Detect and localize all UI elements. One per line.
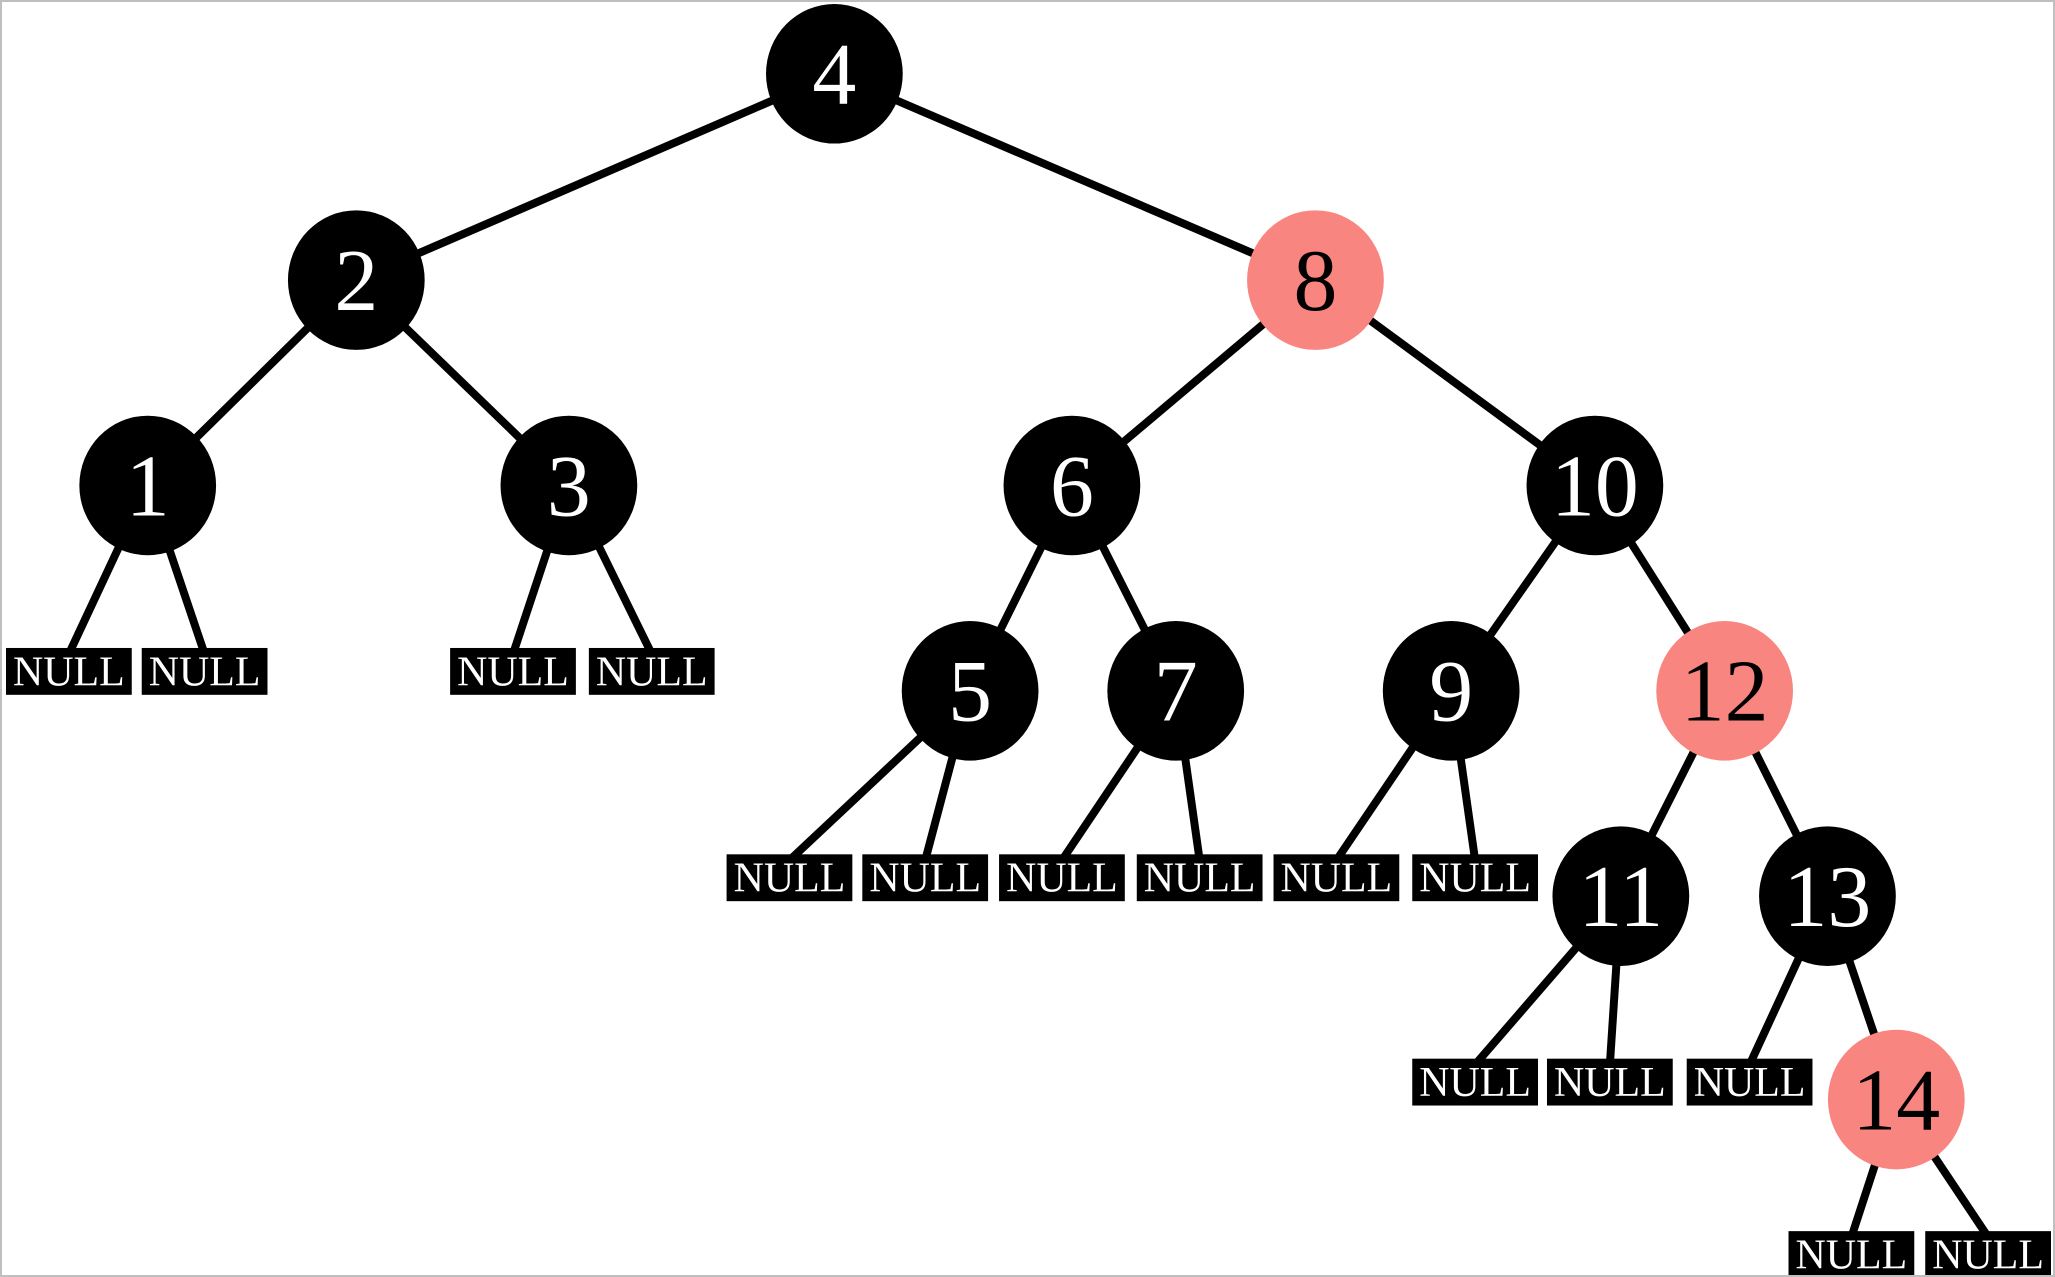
tree-node-11-label: 11 [1579,848,1664,945]
null-leaf-n13L: NULL [1686,1058,1813,1106]
null-leaf-n14L: NULL [1788,1231,1915,1275]
tree-node-7-label: 7 [1154,643,1198,740]
tree-node-12: 12 [1656,621,1794,761]
null-leaf-n3R: NULL [588,647,715,695]
tree-node-5-circle [901,621,1039,761]
null-leaf-label: NULL [734,856,846,902]
tree-node-13: 13 [1759,826,1896,966]
tree-node-6-label: 6 [1050,437,1094,534]
null-leaf-box [1686,1058,1813,1106]
null-leaf-n11R: NULL [1546,1058,1673,1106]
tree-node-1-circle [79,415,217,556]
null-leaf-box [1412,1058,1539,1106]
null-leaf-label: NULL [596,649,708,695]
null-leaf-label: NULL [149,649,261,695]
tree-edge-4-8 [832,70,1318,284]
null-leaf-label: NULL [1281,856,1393,902]
tree-node-14: 14 [1827,1029,1965,1170]
null-leaf-n11L: NULL [1412,1058,1539,1106]
tree-node-3-circle [500,415,638,556]
tree-node-8: 8 [1247,210,1384,350]
null-leaf-box [450,647,576,695]
null-leaf-box [5,647,132,695]
null-leaf-label: NULL [1419,1060,1531,1106]
tree-node-13-circle [1759,826,1896,966]
null-leaf-box [588,647,715,695]
null-leaf-n7R: NULL [1136,854,1263,902]
null-leaf-box [999,854,1125,902]
tree-node-3: 3 [500,415,638,556]
null-leaf-label: NULL [457,649,569,695]
tree-node-2: 2 [287,210,425,350]
null-leaf-box [141,647,268,695]
null-leaf-label: NULL [1554,1060,1666,1106]
tree-node-4-circle [766,3,903,144]
null-leaf-n14R: NULL [1925,1231,2052,1275]
tree-node-13-label: 13 [1784,848,1872,945]
tree-node-9: 9 [1382,621,1520,761]
tree-edge-4-2 [354,70,836,284]
null-leaf-label: NULL [1796,1233,1908,1275]
tree-node-12-label: 12 [1681,643,1769,740]
tree-node-4: 4 [766,3,903,144]
tree-node-11-circle [1552,826,1690,966]
null-leaf-label: NULL [869,856,981,902]
tree-node-9-label: 9 [1429,643,1473,740]
tree-node-6-circle [1003,415,1141,556]
null-leaf-label: NULL [1694,1060,1806,1106]
null-leaf-box [1788,1231,1915,1275]
null-leaf-n1R: NULL [141,647,268,695]
tree-node-7-circle [1107,621,1245,761]
null-leaf-n9R: NULL [1412,854,1539,902]
tree-node-1: 1 [79,415,217,556]
tree-node-10: 10 [1526,415,1664,556]
tree-node-3-label: 3 [547,437,591,534]
null-leaf-box [1925,1231,2052,1275]
tree-node-7: 7 [1107,621,1245,761]
tree-node-5-label: 5 [948,643,992,740]
tree-node-8-circle [1247,210,1384,350]
null-leaf-box [1546,1058,1673,1106]
tree-node-10-circle [1526,415,1664,556]
null-leaf-n7L: NULL [999,854,1125,902]
null-leaf-box [1136,854,1263,902]
tree-node-2-label: 2 [334,232,378,329]
tree-node-4-label: 4 [812,26,856,123]
null-leaf-n9L: NULL [1273,854,1400,902]
null-leaf-box [726,854,853,902]
tree-node-14-label: 14 [1852,1052,1940,1149]
null-leaf-box [862,854,989,902]
tree-node-6: 6 [1003,415,1141,556]
tree-node-9-circle [1382,621,1520,761]
tree-node-14-circle [1827,1029,1965,1170]
tree-node-11: 11 [1552,826,1690,966]
null-leaf-label: NULL [1006,856,1118,902]
null-leaf-n3L: NULL [450,647,576,695]
tree-node-8-label: 8 [1293,232,1337,329]
null-leaf-label: NULL [1932,1233,2044,1275]
tree-node-10-label: 10 [1551,437,1639,534]
tree-node-1-label: 1 [126,437,170,534]
null-leaf-label: NULL [1419,856,1531,902]
null-leaf-box [1273,854,1400,902]
null-leaf-label: NULL [13,649,125,695]
null-leaf-n5R: NULL [862,854,989,902]
tree-node-5: 5 [901,621,1039,761]
null-leaf-box [1412,854,1539,902]
null-leaf-label: NULL [1144,856,1256,902]
null-leaf-n1L: NULL [5,647,132,695]
null-leaf-n5L: NULL [726,854,853,902]
tree-node-12-circle [1656,621,1794,761]
tree-node-2-circle [287,210,425,350]
